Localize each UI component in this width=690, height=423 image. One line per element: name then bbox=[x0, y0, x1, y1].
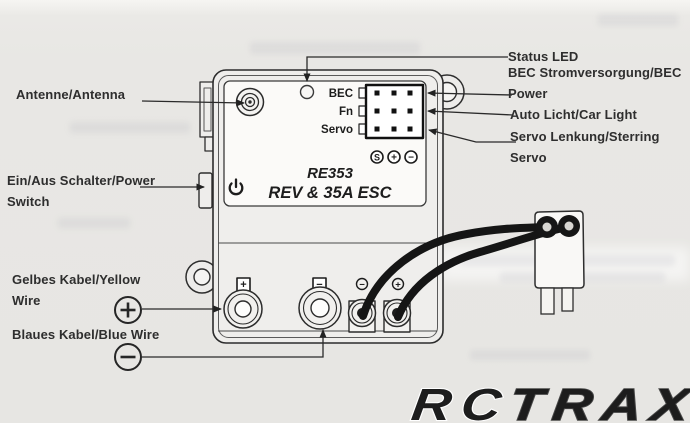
pin-label-servo: Servo bbox=[321, 124, 353, 136]
antenna-jack bbox=[235, 87, 265, 117]
pin-label-bec: BEC bbox=[329, 88, 353, 100]
plus-circle-icon bbox=[114, 296, 142, 324]
battery-terminal-minus-label: − bbox=[355, 277, 369, 291]
connector-prong bbox=[540, 287, 555, 315]
callout-status-led: Status LED bbox=[508, 49, 579, 64]
svg-text:+: + bbox=[240, 279, 246, 291]
connector-wire-sockets bbox=[536, 215, 580, 238]
callout-line-antenna bbox=[141, 99, 245, 107]
svg-text:−: − bbox=[316, 279, 322, 291]
callout-line-bec-power bbox=[427, 89, 513, 97]
power-switch bbox=[198, 172, 213, 209]
callout-line-steering-servo bbox=[428, 128, 516, 143]
receiver-connector bbox=[358, 83, 425, 140]
watermark-trax: TRAX bbox=[506, 379, 690, 423]
mark-minus: − bbox=[408, 153, 414, 164]
motor-terminal-plus-label: + bbox=[236, 277, 251, 292]
callout-lines bbox=[140, 56, 516, 358]
esc-case-inner-edge bbox=[218, 75, 438, 338]
mark-s: S bbox=[374, 153, 380, 163]
esc-device: BEC Fn Servo S + − RE353 REV & 35A ESC bbox=[185, 69, 465, 344]
connector-pins bbox=[374, 90, 413, 132]
pin-label-fn: Fn bbox=[339, 106, 353, 118]
callout-power-switch: Ein/Aus Schalter/Power Switch bbox=[7, 173, 156, 209]
svg-text:−: − bbox=[359, 280, 365, 291]
model-name: RE353 bbox=[307, 165, 354, 182]
minus-circle-icon bbox=[114, 343, 142, 371]
battery-terminal-plus-label: + bbox=[391, 277, 405, 291]
callout-bec-power: BEC Stromversorgung/BEC Power bbox=[508, 65, 682, 101]
status-led bbox=[299, 84, 315, 100]
callout-blue-wire: Blaues Kabel/Blue Wire bbox=[12, 327, 160, 342]
callout-car-light: Auto Licht/Car Light bbox=[510, 107, 637, 122]
mark-plus: + bbox=[391, 153, 397, 164]
watermark-rc: RC bbox=[409, 379, 514, 423]
callout-line-blue-wire bbox=[142, 329, 327, 358]
callout-antenna: Antenne/Antenna bbox=[16, 87, 126, 102]
motor-terminal-minus bbox=[298, 286, 342, 330]
callout-line-status-led bbox=[303, 56, 508, 82]
callout-line-car-light bbox=[427, 107, 514, 116]
model-subtitle: REV & 35A ESC bbox=[268, 184, 392, 202]
battery-wire-1 bbox=[359, 223, 550, 320]
connector-prong bbox=[561, 287, 574, 312]
callout-steering-servo: Servo Lenkung/Sterring Servo bbox=[510, 129, 660, 165]
watermark-logo: RC TRAX bbox=[408, 378, 690, 423]
callout-yellow-wire: Gelbes Kabel/Yellow Wire bbox=[12, 272, 141, 308]
port-marks: S + − bbox=[370, 150, 418, 164]
svg-text:+: + bbox=[395, 280, 401, 291]
antenna-bracket bbox=[199, 81, 217, 152]
power-icon bbox=[228, 178, 244, 196]
motor-terminal-plus bbox=[223, 289, 263, 329]
